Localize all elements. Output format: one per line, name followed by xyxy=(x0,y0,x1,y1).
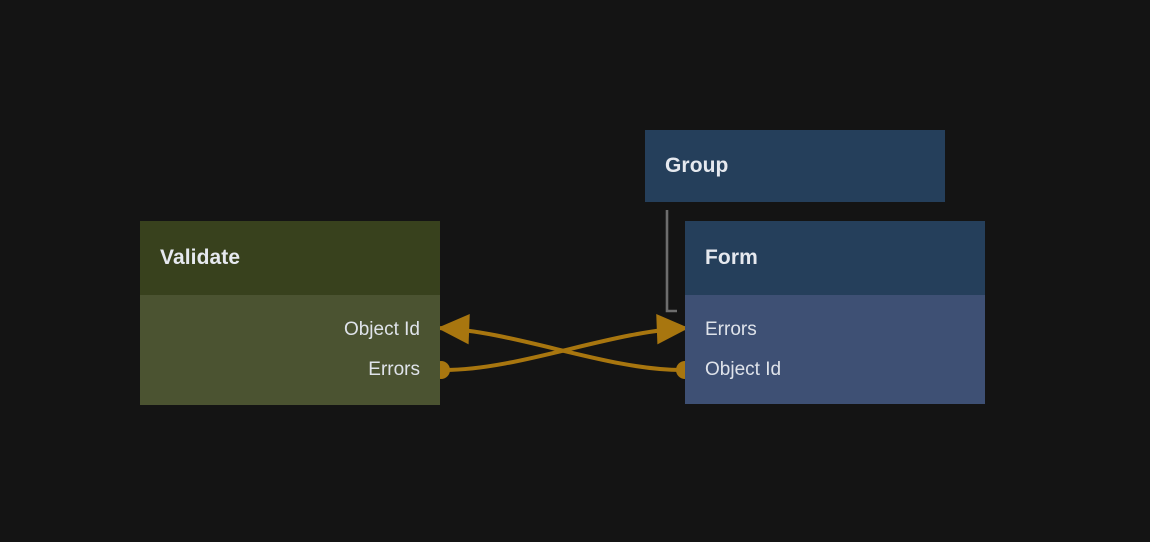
port-row-form-object-id[interactable]: Object Id xyxy=(685,349,985,389)
node-group-header[interactable]: Group xyxy=(645,130,945,202)
node-validate-title: Validate xyxy=(160,246,241,269)
port-label-form-errors: Errors xyxy=(705,318,757,340)
node-validate-header[interactable]: Validate xyxy=(140,221,440,295)
group-to-form-bracket xyxy=(665,210,677,313)
port-row-validate-errors[interactable]: Errors xyxy=(140,349,440,389)
node-form-body: Errors Object Id xyxy=(685,295,985,404)
node-group-title: Group xyxy=(665,154,729,177)
node-validate[interactable]: Validate Object Id Errors xyxy=(140,221,440,405)
node-form[interactable]: Form Errors Object Id xyxy=(685,221,985,404)
port-label-validate-errors: Errors xyxy=(368,358,420,380)
node-form-title: Form xyxy=(705,246,758,269)
node-validate-body: Object Id Errors xyxy=(140,295,440,405)
link-form-object-id-to-validate-object-id[interactable] xyxy=(436,314,684,372)
port-label-form-object-id: Object Id xyxy=(705,358,782,380)
node-form-header[interactable]: Form xyxy=(685,221,985,295)
port-label-validate-object-id: Object Id xyxy=(343,318,420,340)
port-row-validate-object-id[interactable]: Object Id xyxy=(140,309,440,349)
port-row-form-errors[interactable]: Errors xyxy=(685,309,985,349)
node-group[interactable]: Group xyxy=(645,130,945,202)
link-validate-errors-to-form-errors[interactable] xyxy=(442,314,690,372)
